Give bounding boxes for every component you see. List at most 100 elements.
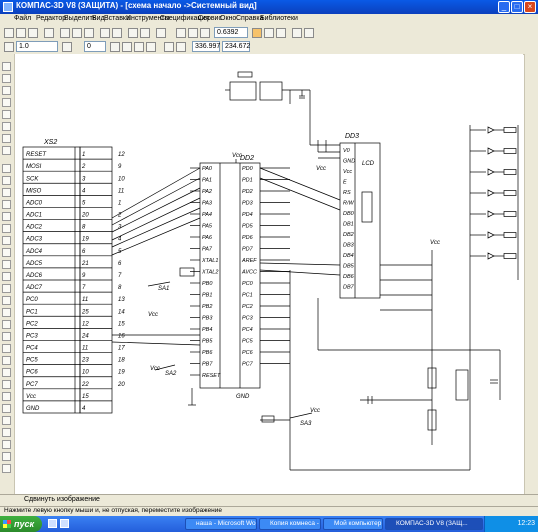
menu-specification[interactable]: Спецификация — [160, 15, 210, 22]
polygon-tool-icon[interactable] — [2, 260, 11, 269]
menu-tools[interactable]: Инструменты — [126, 15, 170, 22]
properties-icon[interactable] — [304, 28, 314, 38]
dd3-pin: Vcc — [343, 169, 352, 175]
copy-icon[interactable] — [72, 28, 82, 38]
menu-view[interactable]: Вид — [92, 15, 105, 22]
coord-y-field[interactable]: 234.672 — [222, 41, 250, 52]
quicklaunch-desktop-icon[interactable] — [60, 519, 69, 528]
led-diode-icon — [487, 126, 495, 134]
circle-tool-icon[interactable] — [2, 200, 11, 209]
paste-icon[interactable] — [84, 28, 94, 38]
menu-select[interactable]: Выделить — [64, 15, 97, 22]
dd2-right-pin: PD2 — [242, 189, 253, 195]
scale-tool-icon[interactable] — [2, 416, 11, 425]
menu-insert[interactable]: Вставка — [104, 15, 131, 22]
menu-libraries[interactable]: Библиотеки — [260, 15, 298, 22]
zoom-window-icon[interactable] — [200, 28, 210, 38]
xs2-pin-number: 5 — [82, 200, 86, 206]
xs2-pin-name: MOSI — [26, 164, 42, 170]
chamfer-tool-icon[interactable] — [2, 296, 11, 305]
offset-tool-icon[interactable] — [2, 368, 11, 377]
spline-tool-icon[interactable] — [2, 272, 11, 281]
task-my-computer[interactable]: Мой компьютер — [323, 518, 383, 530]
menu-help[interactable]: Справка — [236, 15, 264, 22]
save-icon[interactable] — [28, 28, 38, 38]
style-field[interactable]: 0 — [84, 41, 106, 52]
stop-tool-icon[interactable] — [2, 464, 11, 473]
text-tool-icon[interactable] — [2, 320, 11, 329]
xs2-pin-out: 11 — [118, 188, 124, 194]
layers-icon[interactable] — [292, 28, 302, 38]
arc-tool-icon[interactable] — [2, 212, 11, 221]
task-word[interactable]: наша - Microsoft Word — [185, 518, 257, 530]
menu-service[interactable]: Сервис — [198, 15, 222, 22]
task-copy[interactable]: Копия комнеса - Micr... — [259, 518, 321, 530]
designations-tool-icon[interactable] — [2, 86, 11, 95]
grid-icon[interactable] — [110, 42, 120, 52]
select-tool-icon[interactable] — [2, 134, 11, 143]
xs2-pin-out: 18 — [118, 358, 125, 364]
trim-tool-icon[interactable] — [2, 380, 11, 389]
edit-tool-icon[interactable] — [2, 98, 11, 107]
parametrize-tool-icon[interactable] — [2, 110, 11, 119]
delete-tool-icon[interactable] — [2, 452, 11, 461]
line-scale-field[interactable]: 1.0 — [16, 41, 58, 52]
minimize-button[interactable]: _ — [498, 1, 510, 13]
hatch-tool-icon[interactable] — [2, 308, 11, 317]
start-button[interactable]: пуск — [0, 516, 42, 532]
dimensions-tool-icon[interactable] — [2, 74, 11, 83]
pan-icon[interactable] — [252, 28, 262, 38]
zoom-all-icon[interactable] — [264, 28, 274, 38]
open-file-icon[interactable] — [16, 28, 26, 38]
menu-window[interactable]: Окно — [220, 15, 237, 22]
xs2-pin-name: PC2 — [26, 321, 38, 327]
geometry-tool-icon[interactable] — [2, 62, 11, 71]
cut-icon[interactable] — [60, 28, 70, 38]
point-tool-icon[interactable] — [2, 164, 11, 173]
print-icon[interactable] — [44, 28, 54, 38]
new-file-icon[interactable] — [4, 28, 14, 38]
maximize-button[interactable]: □ — [511, 1, 523, 13]
local-cs-icon[interactable] — [146, 42, 156, 52]
cursor-icon[interactable] — [164, 42, 174, 52]
snap-icon[interactable] — [122, 42, 132, 52]
zoom-out-icon[interactable] — [188, 28, 198, 38]
equidistant-tool-icon[interactable] — [2, 356, 11, 365]
rotate-tool-icon[interactable] — [2, 404, 11, 413]
zoom-field[interactable]: 0.6392 — [214, 27, 248, 38]
task-kompas[interactable]: КОМПАС-3D V8 (ЗАЩ... — [385, 518, 483, 530]
segment-tool-icon[interactable] — [2, 188, 11, 197]
help-icon[interactable] — [156, 28, 166, 38]
measure-tool-icon[interactable] — [2, 122, 11, 131]
redo-icon[interactable] — [112, 28, 122, 38]
menu-editor[interactable]: Редактор — [36, 15, 67, 22]
status-bar: Сдвинуть изображение — [0, 494, 538, 507]
polyline-tool-icon[interactable] — [2, 236, 11, 245]
standard-toolbar: 0.6392 — [0, 26, 538, 41]
menu-file[interactable]: Файл — [14, 15, 32, 22]
function-icon[interactable] — [128, 28, 138, 38]
mirror-tool-icon[interactable] — [2, 392, 11, 401]
coord-x-field[interactable]: 336.997 — [192, 41, 220, 52]
dd2-left-pin: PB4 — [202, 327, 212, 333]
xs2-pin-out: 17 — [118, 346, 125, 352]
vertical-scrollbar[interactable] — [524, 54, 538, 494]
undo-icon[interactable] — [100, 28, 110, 38]
table-tool-icon[interactable] — [2, 332, 11, 341]
zoom-in-icon[interactable] — [176, 28, 186, 38]
ortho-icon[interactable] — [134, 42, 144, 52]
ellipse-tool-icon[interactable] — [2, 224, 11, 233]
rectangle-tool-icon[interactable] — [2, 248, 11, 257]
contour-tool-icon[interactable] — [2, 344, 11, 353]
close-button[interactable]: × — [524, 1, 536, 13]
quicklaunch-ie-icon[interactable] — [48, 519, 57, 528]
spec-tool-icon[interactable] — [2, 146, 11, 155]
line-tool-icon[interactable] — [2, 176, 11, 185]
xs2-pin-name: PC5 — [26, 358, 38, 364]
variables-icon[interactable] — [140, 28, 150, 38]
move-tool-icon[interactable] — [2, 428, 11, 437]
fillet-tool-icon[interactable] — [2, 284, 11, 293]
refresh-icon[interactable] — [276, 28, 286, 38]
copy-tool-icon[interactable] — [2, 440, 11, 449]
